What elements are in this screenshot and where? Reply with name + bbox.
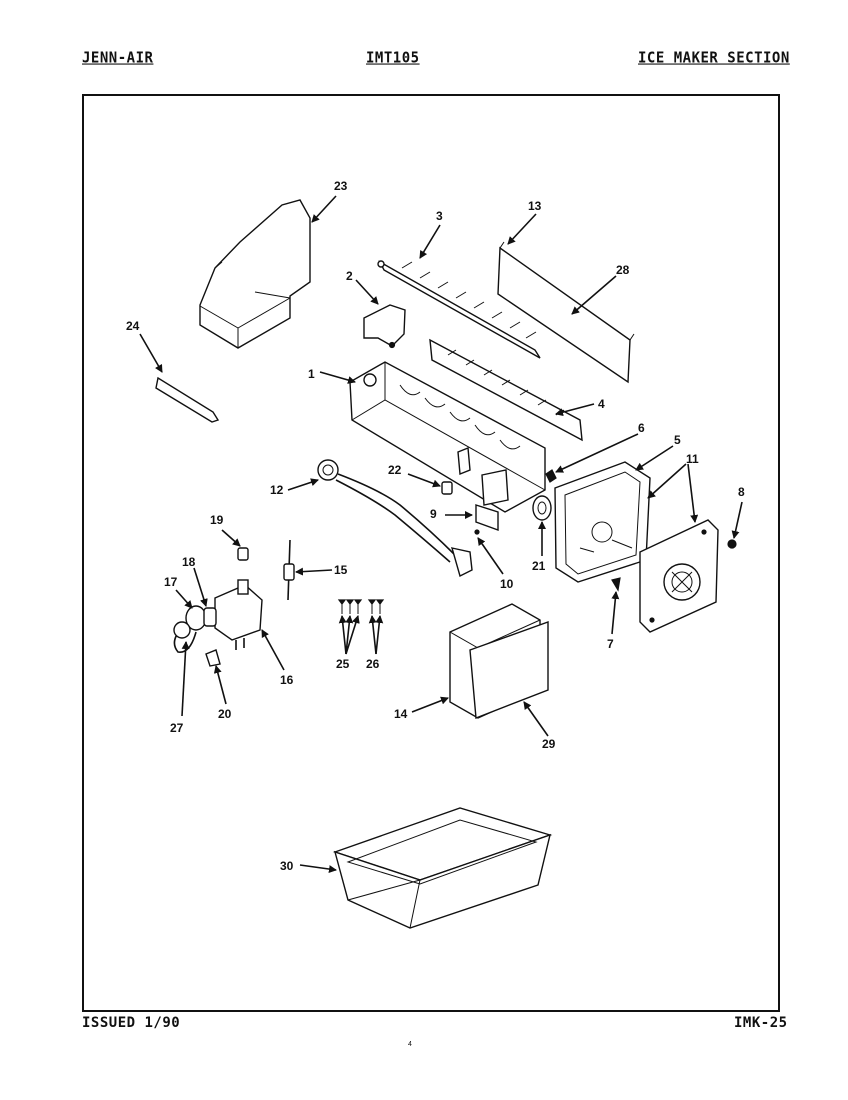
part-16-valve: [214, 579, 263, 650]
callout-22: 22: [388, 463, 402, 477]
callout-27: 27: [170, 721, 184, 735]
callout-18: 18: [182, 555, 196, 569]
part-8-screw: [727, 539, 737, 549]
part-7-screw: [611, 577, 621, 592]
callout-17: 17: [164, 575, 178, 589]
part-30-ice-bin: [332, 807, 553, 929]
callout-14: 14: [394, 707, 408, 721]
callout-20: 20: [218, 707, 232, 721]
part-25-screws: [337, 599, 363, 614]
callout-24: 24: [126, 319, 140, 333]
callout-6: 6: [638, 421, 645, 435]
leader-lines: [139, 195, 743, 873]
callout-23: 23: [334, 179, 348, 193]
page-code: IMK-25: [734, 1015, 788, 1031]
callout-21: 21: [532, 559, 546, 573]
part-24-rod: [155, 376, 220, 423]
callout-4: 4: [598, 397, 605, 411]
callout-28: 28: [616, 263, 630, 277]
part-29-liner: [469, 621, 549, 719]
part-20-clamp: [205, 649, 221, 667]
part-19-fitting: [237, 547, 249, 561]
part-6-screw: [545, 469, 557, 483]
callout-19: 19: [210, 513, 224, 527]
callout-9: 9: [430, 507, 437, 521]
callout-29: 29: [542, 737, 556, 751]
callout-30: 30: [280, 859, 294, 873]
page-mark: 4: [408, 1041, 412, 1048]
callout-5: 5: [674, 433, 681, 447]
part-21-motor: [532, 495, 552, 521]
callout-7: 7: [607, 637, 614, 651]
part-28-shield: [497, 241, 635, 384]
part-4-stripper: [429, 338, 583, 442]
part-15-tube: [283, 539, 295, 601]
part-27-tube: [173, 621, 197, 653]
part-26-screws: [367, 599, 385, 614]
model-number: IMT105: [366, 49, 420, 67]
part-5-housing: [554, 461, 651, 583]
part-23-cover: [199, 199, 311, 349]
brand-label: JENN-AIR: [82, 49, 154, 67]
callout-8: 8: [738, 485, 745, 499]
callout-3: 3: [436, 209, 443, 223]
callout-labels: 23 3 13 28 2 24 1 4 6 5 11 8 22 12 9 10 …: [126, 179, 745, 873]
callout-2: 2: [346, 269, 353, 283]
part-3-ejector: [377, 260, 541, 359]
callout-10: 10: [500, 577, 514, 591]
callout-11: 11: [686, 452, 699, 466]
section-title: ICE MAKER SECTION: [638, 49, 790, 67]
diagram-frame: [82, 94, 780, 1012]
callout-1: 1: [308, 367, 315, 381]
callout-12: 12: [270, 483, 284, 497]
callout-26: 26: [366, 657, 380, 671]
callout-16: 16: [280, 673, 294, 687]
part-9-switch: [474, 504, 499, 535]
issued-date: ISSUED 1/90: [82, 1015, 181, 1031]
callout-25: 25: [336, 657, 350, 671]
callout-13: 13: [528, 199, 542, 213]
part-2-bracket: [363, 304, 406, 349]
part-18-filter: [203, 607, 217, 627]
part-12-harness: [317, 459, 473, 578]
part-1-mold: [349, 361, 546, 513]
part-11-cover: [639, 519, 719, 633]
callout-15: 15: [334, 563, 348, 577]
part-22-plug: [441, 481, 453, 495]
